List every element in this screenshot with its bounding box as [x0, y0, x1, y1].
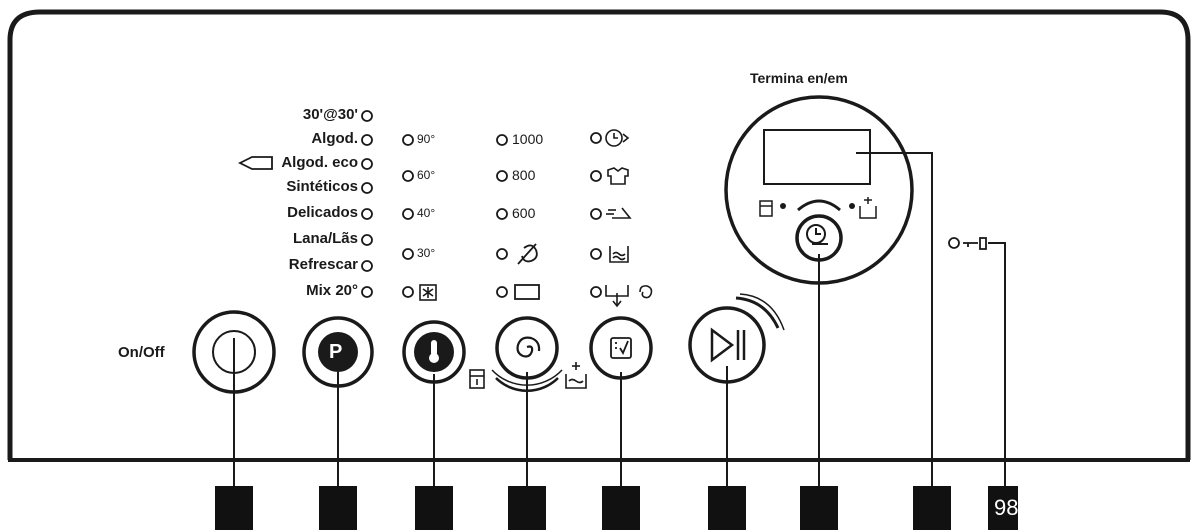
temperature-button[interactable]: [402, 320, 466, 384]
on-off-label: On/Off: [118, 344, 165, 361]
start-pause-button[interactable]: [688, 293, 785, 384]
callout-marker: [800, 486, 838, 530]
cold-wash-icon: [419, 284, 437, 301]
callout-marker: [708, 486, 746, 530]
display-title: Termina en/em: [750, 70, 848, 86]
led-program-4: [361, 182, 373, 194]
temperature-leds: [402, 134, 414, 298]
time-manager-icon: [565, 362, 587, 389]
play-pause-icon: [710, 327, 746, 363]
program-label: 30'@30': [302, 106, 358, 123]
spin-speed-label: 600: [512, 205, 536, 221]
callout-marker: [602, 486, 640, 530]
temperature-label: 90°: [417, 132, 436, 146]
callout-marker: [508, 486, 546, 530]
stain-icon: [606, 207, 632, 219]
page-number: 98: [988, 486, 1018, 530]
clock-icon: [806, 224, 828, 245]
spin-speed-label: 800: [512, 167, 536, 183]
easy-iron-icon: [607, 167, 629, 185]
program-label: Algod. eco: [281, 154, 358, 171]
extra-rinse-icon: [609, 246, 629, 263]
option-leds: [590, 132, 602, 298]
led-program-1: [361, 110, 373, 122]
callout-marker: [319, 486, 357, 530]
panel-outline: [7, 9, 1191, 460]
temperature-label: 30°: [417, 246, 436, 260]
no-spin-icon: [517, 243, 538, 265]
led-program-7: [361, 260, 373, 272]
program-label: Lana/Lãs: [292, 230, 358, 247]
led-program-8: [361, 286, 373, 298]
spin-leds: [496, 134, 508, 298]
prewash-indicator-icon: [759, 200, 773, 217]
rinse-hold-icon: [514, 284, 540, 300]
key-lock-icon: [963, 237, 987, 250]
temperature-label: 40°: [417, 206, 436, 220]
options-button[interactable]: [589, 316, 653, 380]
program-label: Delicados: [287, 204, 358, 221]
program-label: Refrescar: [288, 256, 358, 273]
program-label: Mix 20°: [306, 282, 358, 299]
temperature-label: 60°: [417, 168, 436, 182]
leader-lines: [233, 152, 1006, 486]
program-leds: [361, 110, 373, 298]
checkbox-icon: [610, 337, 632, 359]
prewash-icon: [469, 369, 485, 389]
callout-marker: [415, 486, 453, 530]
child-lock-indicator: [948, 237, 987, 250]
rinse-indicator-icon: [859, 197, 877, 219]
led-program-2: [361, 134, 373, 146]
led-program-5: [361, 208, 373, 220]
page-number-text: 98: [994, 495, 1018, 520]
time-saver-icon: [605, 129, 630, 147]
led-program-3: [361, 158, 373, 170]
program-label: Algod.: [311, 130, 358, 147]
callout-markers: [215, 486, 951, 530]
led-program-6: [361, 234, 373, 246]
time-display: [763, 129, 871, 185]
display-dial: [724, 95, 914, 285]
thermometer-icon: [429, 340, 439, 363]
spin-speed-label: 1000: [512, 131, 544, 147]
spin-spiral-icon: [516, 336, 541, 358]
callout-marker: [913, 486, 951, 530]
program-button-label: P: [329, 341, 343, 363]
eco-tag-icon: [237, 156, 273, 170]
drain-spin-icon: [605, 285, 653, 308]
callout-marker: [215, 486, 253, 530]
delay-button[interactable]: [795, 214, 843, 262]
program-label: Sintéticos: [286, 178, 358, 195]
